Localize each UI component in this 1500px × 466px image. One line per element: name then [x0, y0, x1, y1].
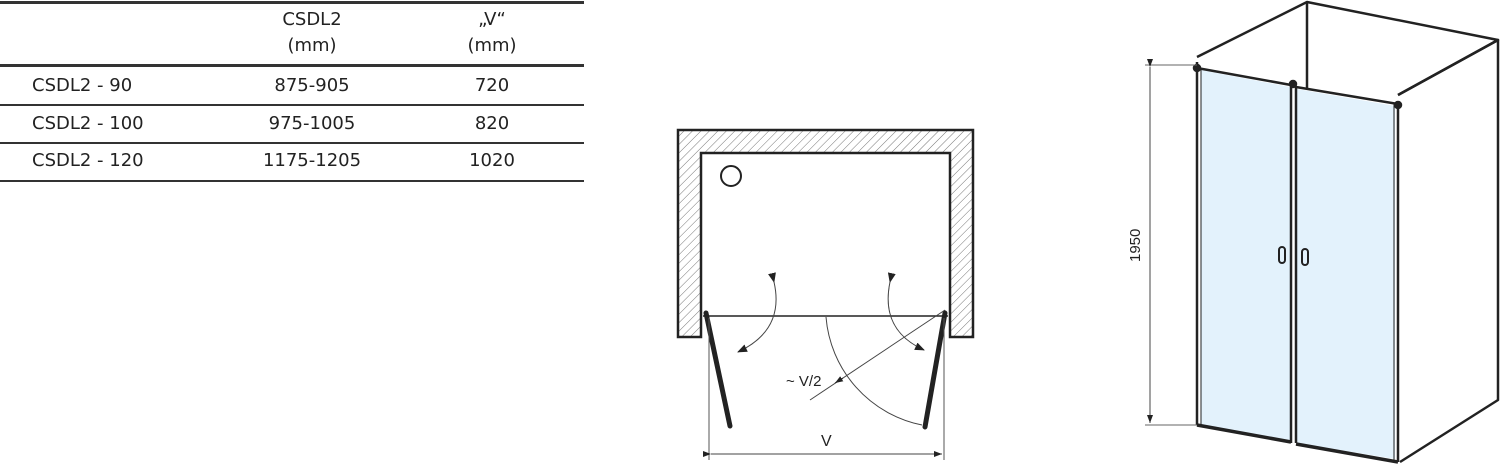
half-width-dimension — [809, 309, 946, 401]
header-v-unit: (mm) — [467, 35, 517, 56]
elevation-drawing — [1145, 0, 1500, 464]
row-divider — [0, 142, 584, 144]
table-bottom-rule — [0, 180, 584, 182]
drain-icon — [720, 165, 742, 187]
header-csdl2-unit: (mm) — [287, 35, 337, 56]
table-top-rule — [0, 1, 584, 4]
row-model: CSDL2 - 100 — [32, 113, 144, 134]
row-v: 1020 — [469, 150, 515, 171]
floor-plan: ~ V/2 V — [676, 128, 975, 460]
left-door-leaf — [703, 310, 733, 429]
row-model: CSDL2 - 120 — [32, 150, 144, 171]
row-size: 975-1005 — [268, 113, 356, 134]
height-label: 1950 — [1127, 229, 1144, 262]
handle-icon — [1301, 248, 1309, 266]
swing-arc — [825, 316, 923, 426]
width-label: V — [821, 433, 832, 450]
header-v: „V“ — [478, 9, 506, 30]
row-v: 820 — [474, 113, 510, 134]
header-csdl2: CSDL2 — [282, 9, 342, 30]
half-width-label: ~ V/2 — [786, 373, 821, 390]
glass-panel-left — [1201, 70, 1290, 440]
row-size: 875-905 — [274, 75, 350, 96]
right-door-leaf — [922, 310, 948, 430]
glass-panel-right — [1297, 89, 1395, 459]
right-swing-arrow — [887, 272, 925, 351]
table-header-rule — [0, 64, 584, 67]
row-divider — [0, 104, 584, 106]
side-wall — [1397, 38, 1500, 464]
row-model: CSDL2 - 90 — [32, 75, 133, 96]
wall — [676, 128, 975, 339]
row-v: 720 — [474, 75, 510, 96]
row-size: 1175-1205 — [262, 150, 362, 171]
handle-icon — [1278, 246, 1286, 264]
left-swing-arrow — [737, 272, 777, 353]
